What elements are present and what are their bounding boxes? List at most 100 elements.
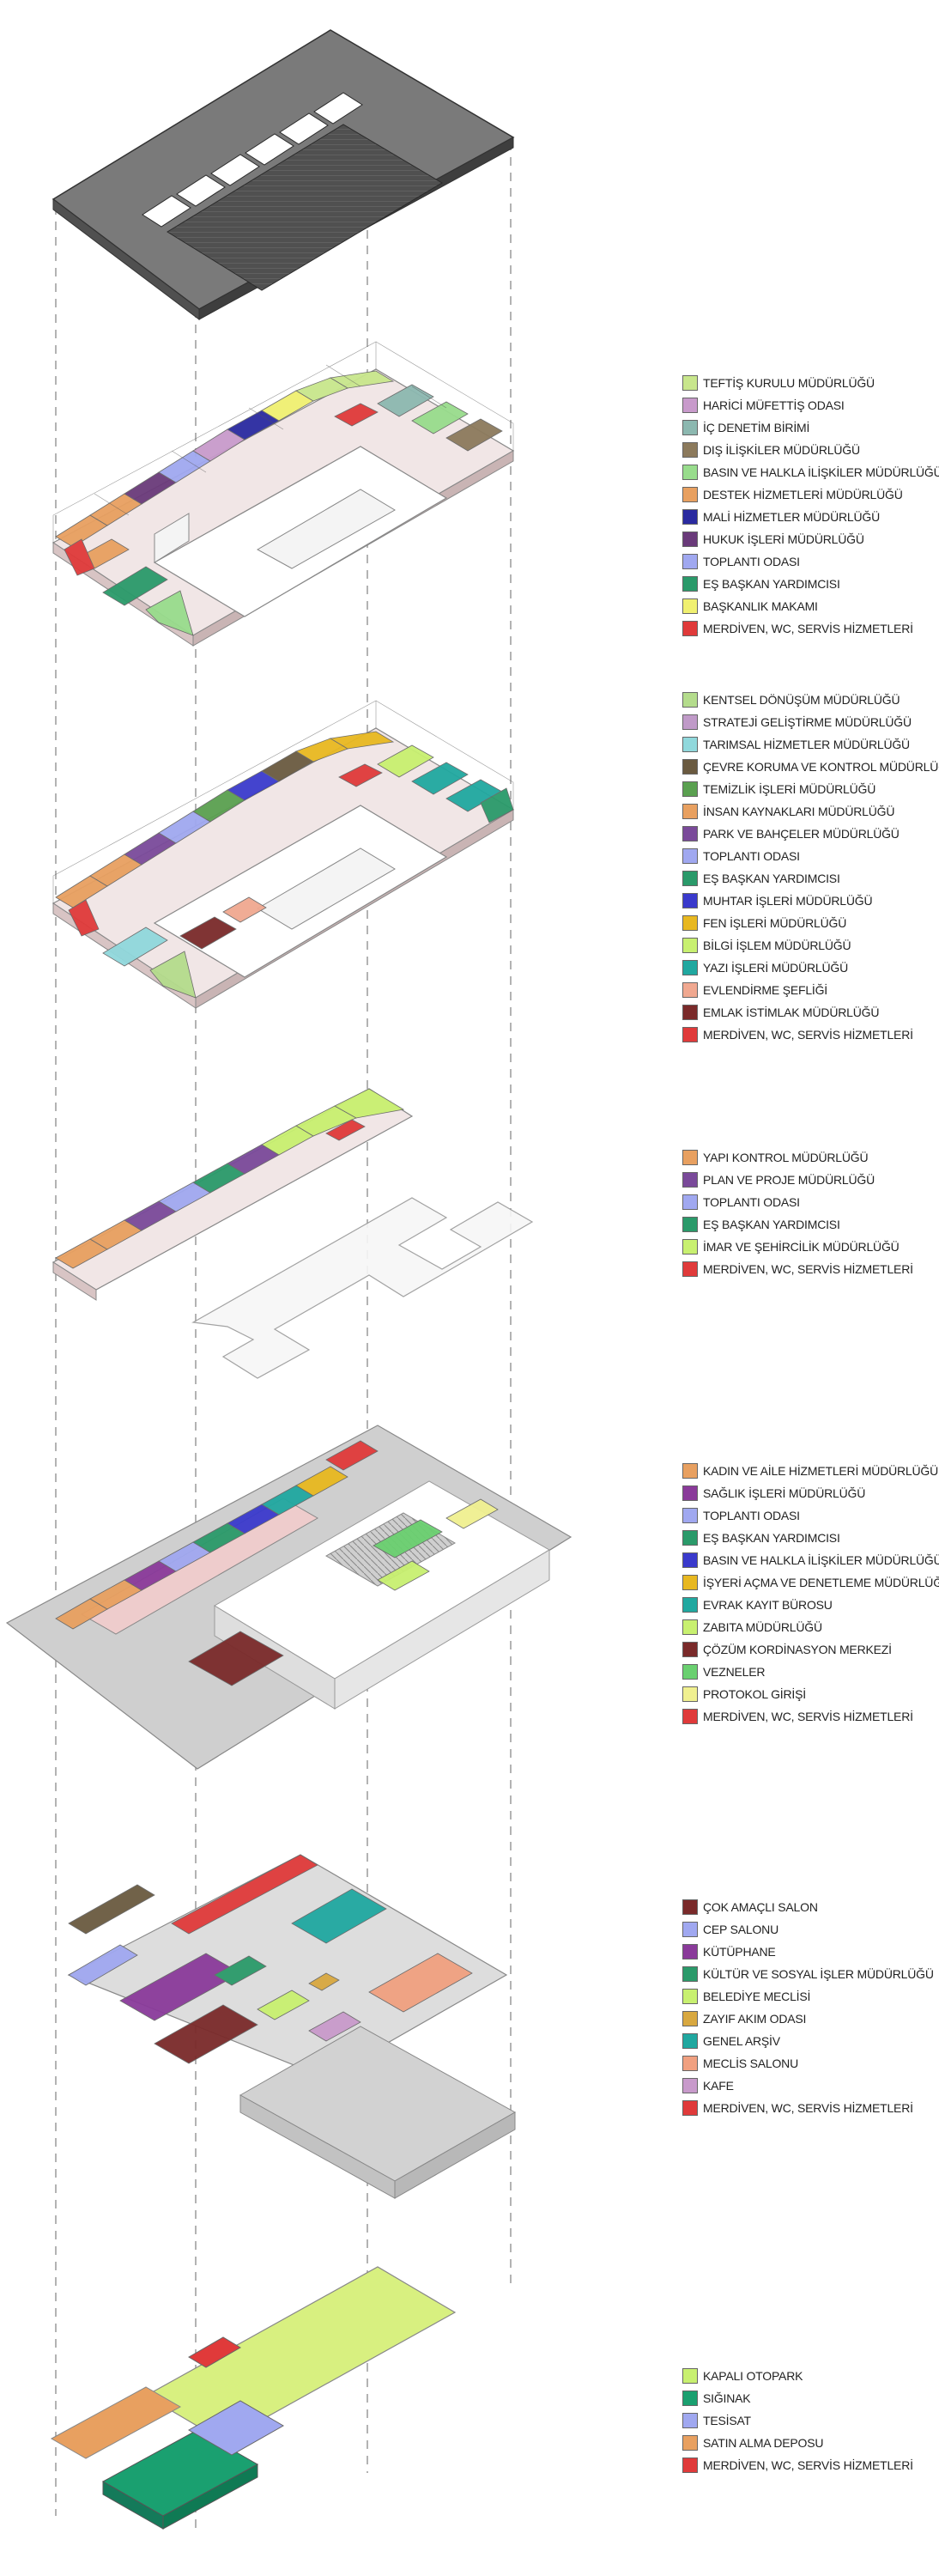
- legend-swatch: [682, 1261, 698, 1277]
- legend-label: PARK VE BAHÇELER MÜDÜRLÜĞÜ: [703, 827, 900, 841]
- legend-label: ÇÖZÜM KORDİNASYON MERKEZİ: [703, 1643, 892, 1656]
- legend-label: KENTSEL DÖNÜŞÜM MÜDÜRLÜĞÜ: [703, 693, 900, 707]
- legend-label: TESİSAT: [703, 2414, 751, 2427]
- legend-swatch: [682, 2078, 698, 2093]
- legend-swatch: [682, 398, 698, 413]
- legend-swatch: [682, 2413, 698, 2428]
- legend-swatch: [682, 1239, 698, 1255]
- legend-swatch: [682, 1642, 698, 1657]
- legend-item: DIŞ İLİŞKİLER MÜDÜRLÜĞÜ: [682, 439, 939, 461]
- legend-label: KAFE: [703, 2079, 734, 2093]
- legend-label: FEN İŞLERİ MÜDÜRLÜĞÜ: [703, 916, 847, 930]
- legend-item: TEFTİŞ KURULU MÜDÜRLÜĞÜ: [682, 372, 939, 394]
- legend-label: MERDİVEN, WC, SERVİS HİZMETLERİ: [703, 2101, 913, 2115]
- legend-swatch: [682, 1027, 698, 1042]
- legend-label: ÇEVRE KORUMA VE KONTROL MÜDÜRLÜĞÜ: [703, 760, 939, 774]
- legend-label: TOPLANTI ODASI: [703, 1195, 800, 1209]
- legend-floor-3: TEFTİŞ KURULU MÜDÜRLÜĞÜ HARİCİ MÜFETTİŞ O…: [682, 372, 939, 640]
- legend-item: SAĞLIK İŞLERİ MÜDÜRLÜĞÜ: [682, 1482, 939, 1504]
- legend-swatch: [682, 1005, 698, 1020]
- legend-item: TARIMSAL HİZMETLER MÜDÜRLÜĞÜ: [682, 733, 939, 756]
- legend-item: PROTOKOL GİRİŞİ: [682, 1683, 939, 1705]
- legend-swatch: [682, 1150, 698, 1165]
- legend-item: PARK VE BAHÇELER MÜDÜRLÜĞÜ: [682, 823, 939, 845]
- legend-label: TEMİZLİK İŞLERİ MÜDÜRLÜĞÜ: [703, 782, 876, 796]
- legend-item: KAFE: [682, 2075, 934, 2097]
- legend-swatch: [682, 871, 698, 886]
- legend-item: TOPLANTI ODASI: [682, 550, 939, 573]
- legend-swatch: [682, 1944, 698, 1959]
- legend-swatch: [682, 1194, 698, 1210]
- legend-label: MERDİVEN, WC, SERVİS HİZMETLERİ: [703, 622, 913, 635]
- legend-swatch: [682, 1172, 698, 1188]
- legend-item: CEP SALONU: [682, 1918, 934, 1941]
- floor-3-level: [51, 341, 515, 647]
- legend-item: KENTSEL DÖNÜŞÜM MÜDÜRLÜĞÜ: [682, 689, 939, 711]
- legend-swatch: [682, 1922, 698, 1937]
- legend-label: ZABITA MÜDÜRLÜĞÜ: [703, 1620, 822, 1634]
- legend-swatch: [682, 1899, 698, 1915]
- legend-item: MALİ HİZMETLER MÜDÜRLÜĞÜ: [682, 506, 939, 528]
- legend-label: TEFTİŞ KURULU MÜDÜRLÜĞÜ: [703, 376, 875, 390]
- legend-swatch: [682, 982, 698, 998]
- legend-item: İÇ DENETİM BİRİMİ: [682, 416, 939, 439]
- legend-item: YAPI KONTROL MÜDÜRLÜĞÜ: [682, 1146, 913, 1169]
- legend-swatch: [682, 1552, 698, 1568]
- legend-swatch: [682, 1989, 698, 2004]
- legend-swatch: [682, 2391, 698, 2406]
- legend-swatch: [682, 1530, 698, 1546]
- legend-label: BİLGİ İŞLEM MÜDÜRLÜĞÜ: [703, 939, 851, 952]
- legend-label: MALİ HİZMETLER MÜDÜRLÜĞÜ: [703, 510, 880, 524]
- legend-item: MERDİVEN, WC, SERVİS HİZMETLERİ: [682, 1258, 913, 1280]
- legend-label: YAPI KONTROL MÜDÜRLÜĞÜ: [703, 1151, 869, 1164]
- legend-item: SIĞINAK: [682, 2387, 913, 2409]
- legend-label: TOPLANTI ODASI: [703, 555, 800, 568]
- legend-item: İNSAN KAYNAKLARI MÜDÜRLÜĞÜ: [682, 800, 939, 823]
- legend-basement-2: KAPALI OTOPARK SIĞINAK TESİSAT SATIN ALMA D…: [682, 2365, 913, 2476]
- legend-swatch: [682, 915, 698, 931]
- legend-label: DIŞ İLİŞKİLER MÜDÜRLÜĞÜ: [703, 443, 860, 457]
- legend-swatch: [682, 532, 698, 547]
- legend-ground-floor: KADIN VE AİLE HİZMETLERİ MÜDÜRLÜĞÜ SAĞLIK…: [682, 1460, 939, 1728]
- legend-swatch: [682, 2100, 698, 2116]
- legend-label: BASIN VE HALKLA İLİŞKİLER MÜDÜRLÜĞÜ: [703, 465, 939, 479]
- legend-label: TARIMSAL HİZMETLER MÜDÜRLÜĞÜ: [703, 738, 910, 751]
- legend-swatch: [682, 1485, 698, 1501]
- legend-item: EŞ BAŞKAN YARDIMCISI: [682, 1527, 939, 1549]
- floor-2-level: [51, 700, 515, 1009]
- legend-item: ÇÖZÜM KORDİNASYON MERKEZİ: [682, 1638, 939, 1661]
- legend-swatch: [682, 848, 698, 864]
- legend-label: SATIN ALMA DEPOSU: [703, 2436, 824, 2450]
- legend-item: ZAYIF AKIM ODASI: [682, 2008, 934, 2030]
- legend-item: FEN İŞLERİ MÜDÜRLÜĞÜ: [682, 912, 939, 934]
- legend-swatch: [682, 487, 698, 502]
- legend-item: PLAN VE PROJE MÜDÜRLÜĞÜ: [682, 1169, 913, 1191]
- legend-label: ZAYIF AKIM ODASI: [703, 2012, 807, 2026]
- legend-swatch: [682, 2056, 698, 2071]
- legend-item: BASIN VE HALKLA İLİŞKİLER MÜDÜRLÜĞÜ: [682, 1549, 939, 1571]
- legend-item: HUKUK İŞLERİ MÜDÜRLÜĞÜ: [682, 528, 939, 550]
- legend-item: ZABITA MÜDÜRLÜĞÜ: [682, 1616, 939, 1638]
- legend-label: KADIN VE AİLE HİZMETLERİ MÜDÜRLÜĞÜ: [703, 1464, 939, 1478]
- legend-label: İŞYERİ AÇMA VE DENETLEME MÜDÜRLÜĞÜ: [703, 1576, 939, 1589]
- legend-swatch: [682, 1463, 698, 1479]
- legend-swatch: [682, 598, 698, 614]
- legend-swatch: [682, 826, 698, 841]
- legend-swatch: [682, 509, 698, 525]
- legend-label: HARİCİ MÜFETTİŞ ODASI: [703, 398, 845, 412]
- legend-swatch: [682, 759, 698, 775]
- legend-label: HUKUK İŞLERİ MÜDÜRLÜĞÜ: [703, 532, 864, 546]
- legend-label: TOPLANTI ODASI: [703, 1509, 800, 1522]
- legend-item: KÜLTÜR VE SOSYAL İŞLER MÜDÜRLÜĞÜ: [682, 1963, 934, 1985]
- legend-label: STRATEJİ GELİŞTİRME MÜDÜRLÜĞÜ: [703, 715, 912, 729]
- legend-item: TOPLANTI ODASI: [682, 1191, 913, 1213]
- legend-label: EŞ BAŞKAN YARDIMCISI: [703, 1218, 840, 1231]
- legend-label: SAĞLIK İŞLERİ MÜDÜRLÜĞÜ: [703, 1486, 866, 1500]
- legend-swatch: [682, 2011, 698, 2026]
- legend-item: KÜTÜPHANE: [682, 1941, 934, 1963]
- legend-label: SIĞINAK: [703, 2391, 751, 2405]
- legend-swatch: [682, 1966, 698, 1982]
- legend-swatch: [682, 960, 698, 975]
- legend-item: KAPALI OTOPARK: [682, 2365, 913, 2387]
